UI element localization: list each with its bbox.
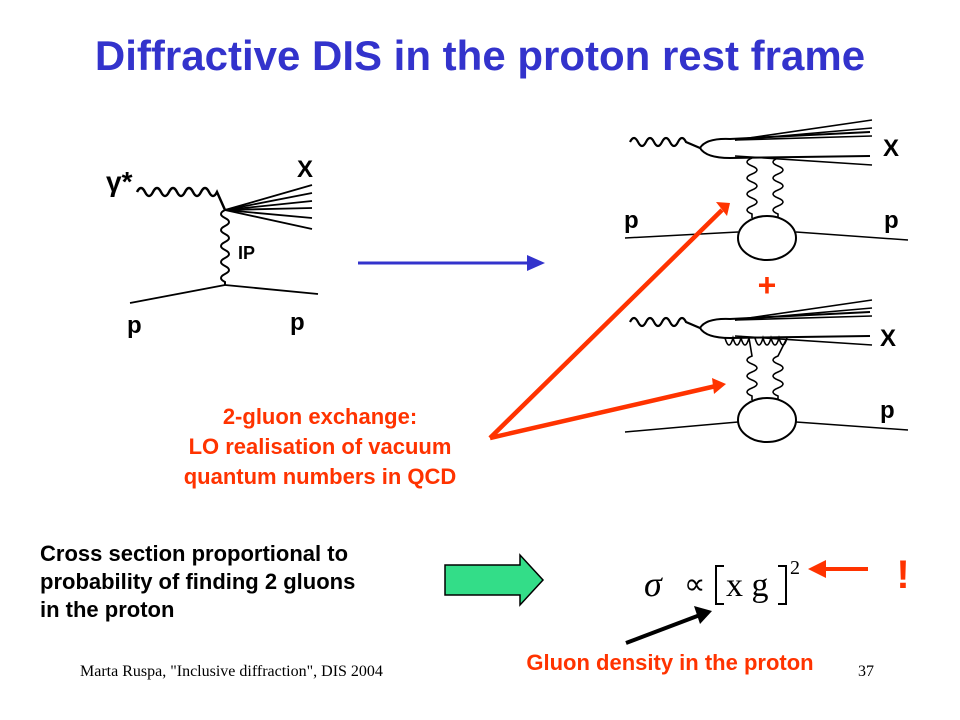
proton-in-line [129, 284, 226, 304]
cross-section-line-3: in the proton [40, 597, 175, 622]
formula-propto: ∝ [684, 568, 705, 601]
bottom-proton-out [795, 421, 909, 431]
top-proton-out [795, 231, 909, 241]
proton-out-line [224, 284, 319, 295]
top-x-label: X [883, 135, 899, 162]
cross-section-line-1: Cross section proportional to [40, 541, 349, 566]
top-gluon-right [772, 157, 784, 218]
top-right-feynman-diagram: X p p [624, 119, 909, 261]
formula: σ ∝ x g 2 [644, 557, 800, 605]
bottom-proton-in [624, 421, 739, 433]
green-arrow [444, 553, 545, 607]
pomeron-line [220, 209, 230, 285]
gluon-exchange-line-1: 2-gluon exchange: [222, 404, 418, 429]
left-p-out-label: p [290, 309, 305, 336]
top-quark-loop [699, 131, 871, 160]
top-p-out-label: p [884, 207, 899, 234]
x-jet-lines [224, 184, 313, 230]
top-x-jet-lines [734, 119, 873, 166]
top-proton-blob [737, 215, 797, 261]
cross-section-text: Cross section proportional to probabilit… [40, 540, 440, 624]
gluon-exchange-text: 2-gluon exchange: LO realisation of vacu… [140, 402, 500, 492]
top-gluon-left [746, 157, 758, 218]
top-photon-line [629, 136, 701, 150]
formula-sigma: σ [644, 564, 663, 604]
bottom-right-feynman-diagram: X p [624, 299, 909, 443]
photon-line [135, 186, 227, 211]
blue-arrow [358, 255, 545, 271]
red-pointer-arrows [488, 202, 730, 441]
formula-content: x g [726, 567, 769, 604]
top-proton-in [624, 231, 739, 239]
gluon-density-label: Gluon density in the proton [526, 650, 814, 675]
page-number: 37 [858, 663, 874, 680]
bottom-gluon-right [754, 335, 788, 400]
page-title: Diffractive DIS in the proton rest frame [94, 32, 866, 79]
left-x-label: X [297, 156, 313, 183]
bottom-x-label: X [880, 325, 896, 352]
formula-exponent: 2 [790, 557, 800, 579]
photon-label: γ* [106, 166, 133, 197]
gluon-exchange-line-3: quantum numbers in QCD [183, 464, 457, 489]
plus-sign: + [758, 267, 777, 303]
formula-right-bracket [778, 565, 787, 605]
bottom-photon-line [629, 316, 701, 330]
cross-section-line-2: probability of finding 2 gluons [40, 569, 356, 594]
footer-author: Marta Ruspa, "Inclusive diffraction", DI… [80, 663, 383, 680]
gluon-exchange-line-2: LO realisation of vacuum [188, 434, 452, 459]
red-left-arrow [808, 560, 868, 578]
bottom-quark-loop [699, 311, 871, 340]
exclamation-mark: ! [896, 553, 909, 597]
left-feynman-diagram: γ* X IP p p [106, 156, 319, 339]
top-p-in-label: p [624, 207, 639, 234]
pomeron-label: IP [238, 243, 255, 263]
left-p-in-label: p [127, 312, 142, 339]
bottom-gluon-left [724, 335, 758, 400]
bottom-x-jet-lines [734, 299, 873, 346]
formula-left-bracket [715, 565, 724, 605]
bottom-proton-blob [737, 397, 797, 443]
black-pointer-arrow [625, 606, 712, 645]
bottom-p-label: p [880, 397, 895, 424]
